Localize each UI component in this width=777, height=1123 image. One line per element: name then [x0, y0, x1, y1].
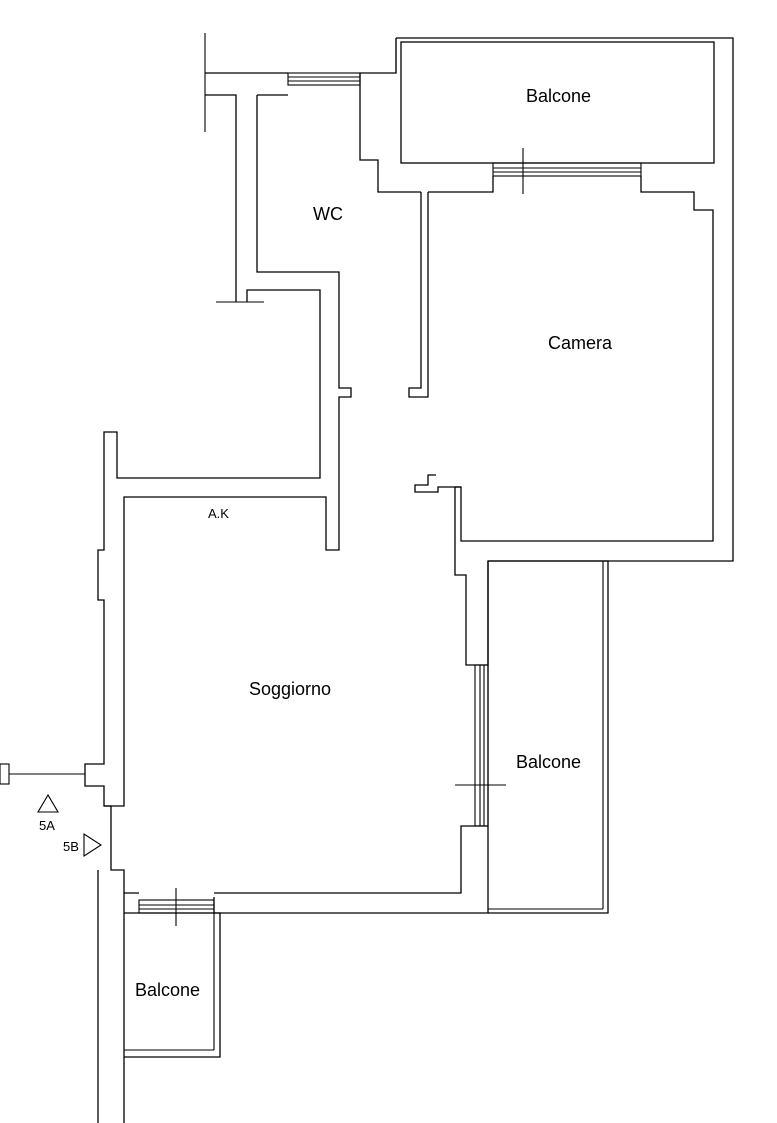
label-balcone-right: Balcone — [516, 752, 581, 772]
balcone-top-structure — [395, 38, 715, 194]
label-soggiorno: Soggiorno — [249, 679, 331, 699]
outer-wall-right — [213, 37, 734, 914]
camera-window — [492, 162, 642, 177]
entrance-post — [0, 763, 10, 785]
marker-5a-icon — [37, 793, 59, 813]
balcone-bottom-structure — [97, 805, 221, 1123]
living-balcony-door — [474, 664, 489, 827]
label-balcone-bottom: Balcone — [135, 980, 200, 1000]
living-right-wall — [454, 486, 489, 666]
camera-left-wall — [408, 192, 429, 398]
corridor-top-wall — [359, 38, 421, 193]
label-ak: A.K — [208, 506, 229, 521]
entrance-wall — [104, 805, 139, 894]
label-5b: 5B — [63, 839, 79, 854]
label-wc: WC — [313, 204, 343, 224]
marker-5b-icon — [83, 832, 103, 858]
label-5a: 5A — [39, 818, 55, 833]
entrance — [0, 763, 103, 858]
wc-window — [287, 72, 361, 86]
label-camera: Camera — [548, 333, 613, 353]
wc-walls — [84, 33, 361, 807]
exterior-walls — [213, 37, 734, 914]
living-right-wall-lower — [214, 825, 488, 894]
wc-outer — [84, 72, 352, 807]
camera-inner-wall — [414, 176, 714, 542]
camera-top-wall — [428, 176, 494, 193]
balcone-right-structure — [455, 560, 609, 914]
label-balcone-top: Balcone — [526, 86, 591, 106]
balcone-right-outline — [488, 560, 609, 914]
